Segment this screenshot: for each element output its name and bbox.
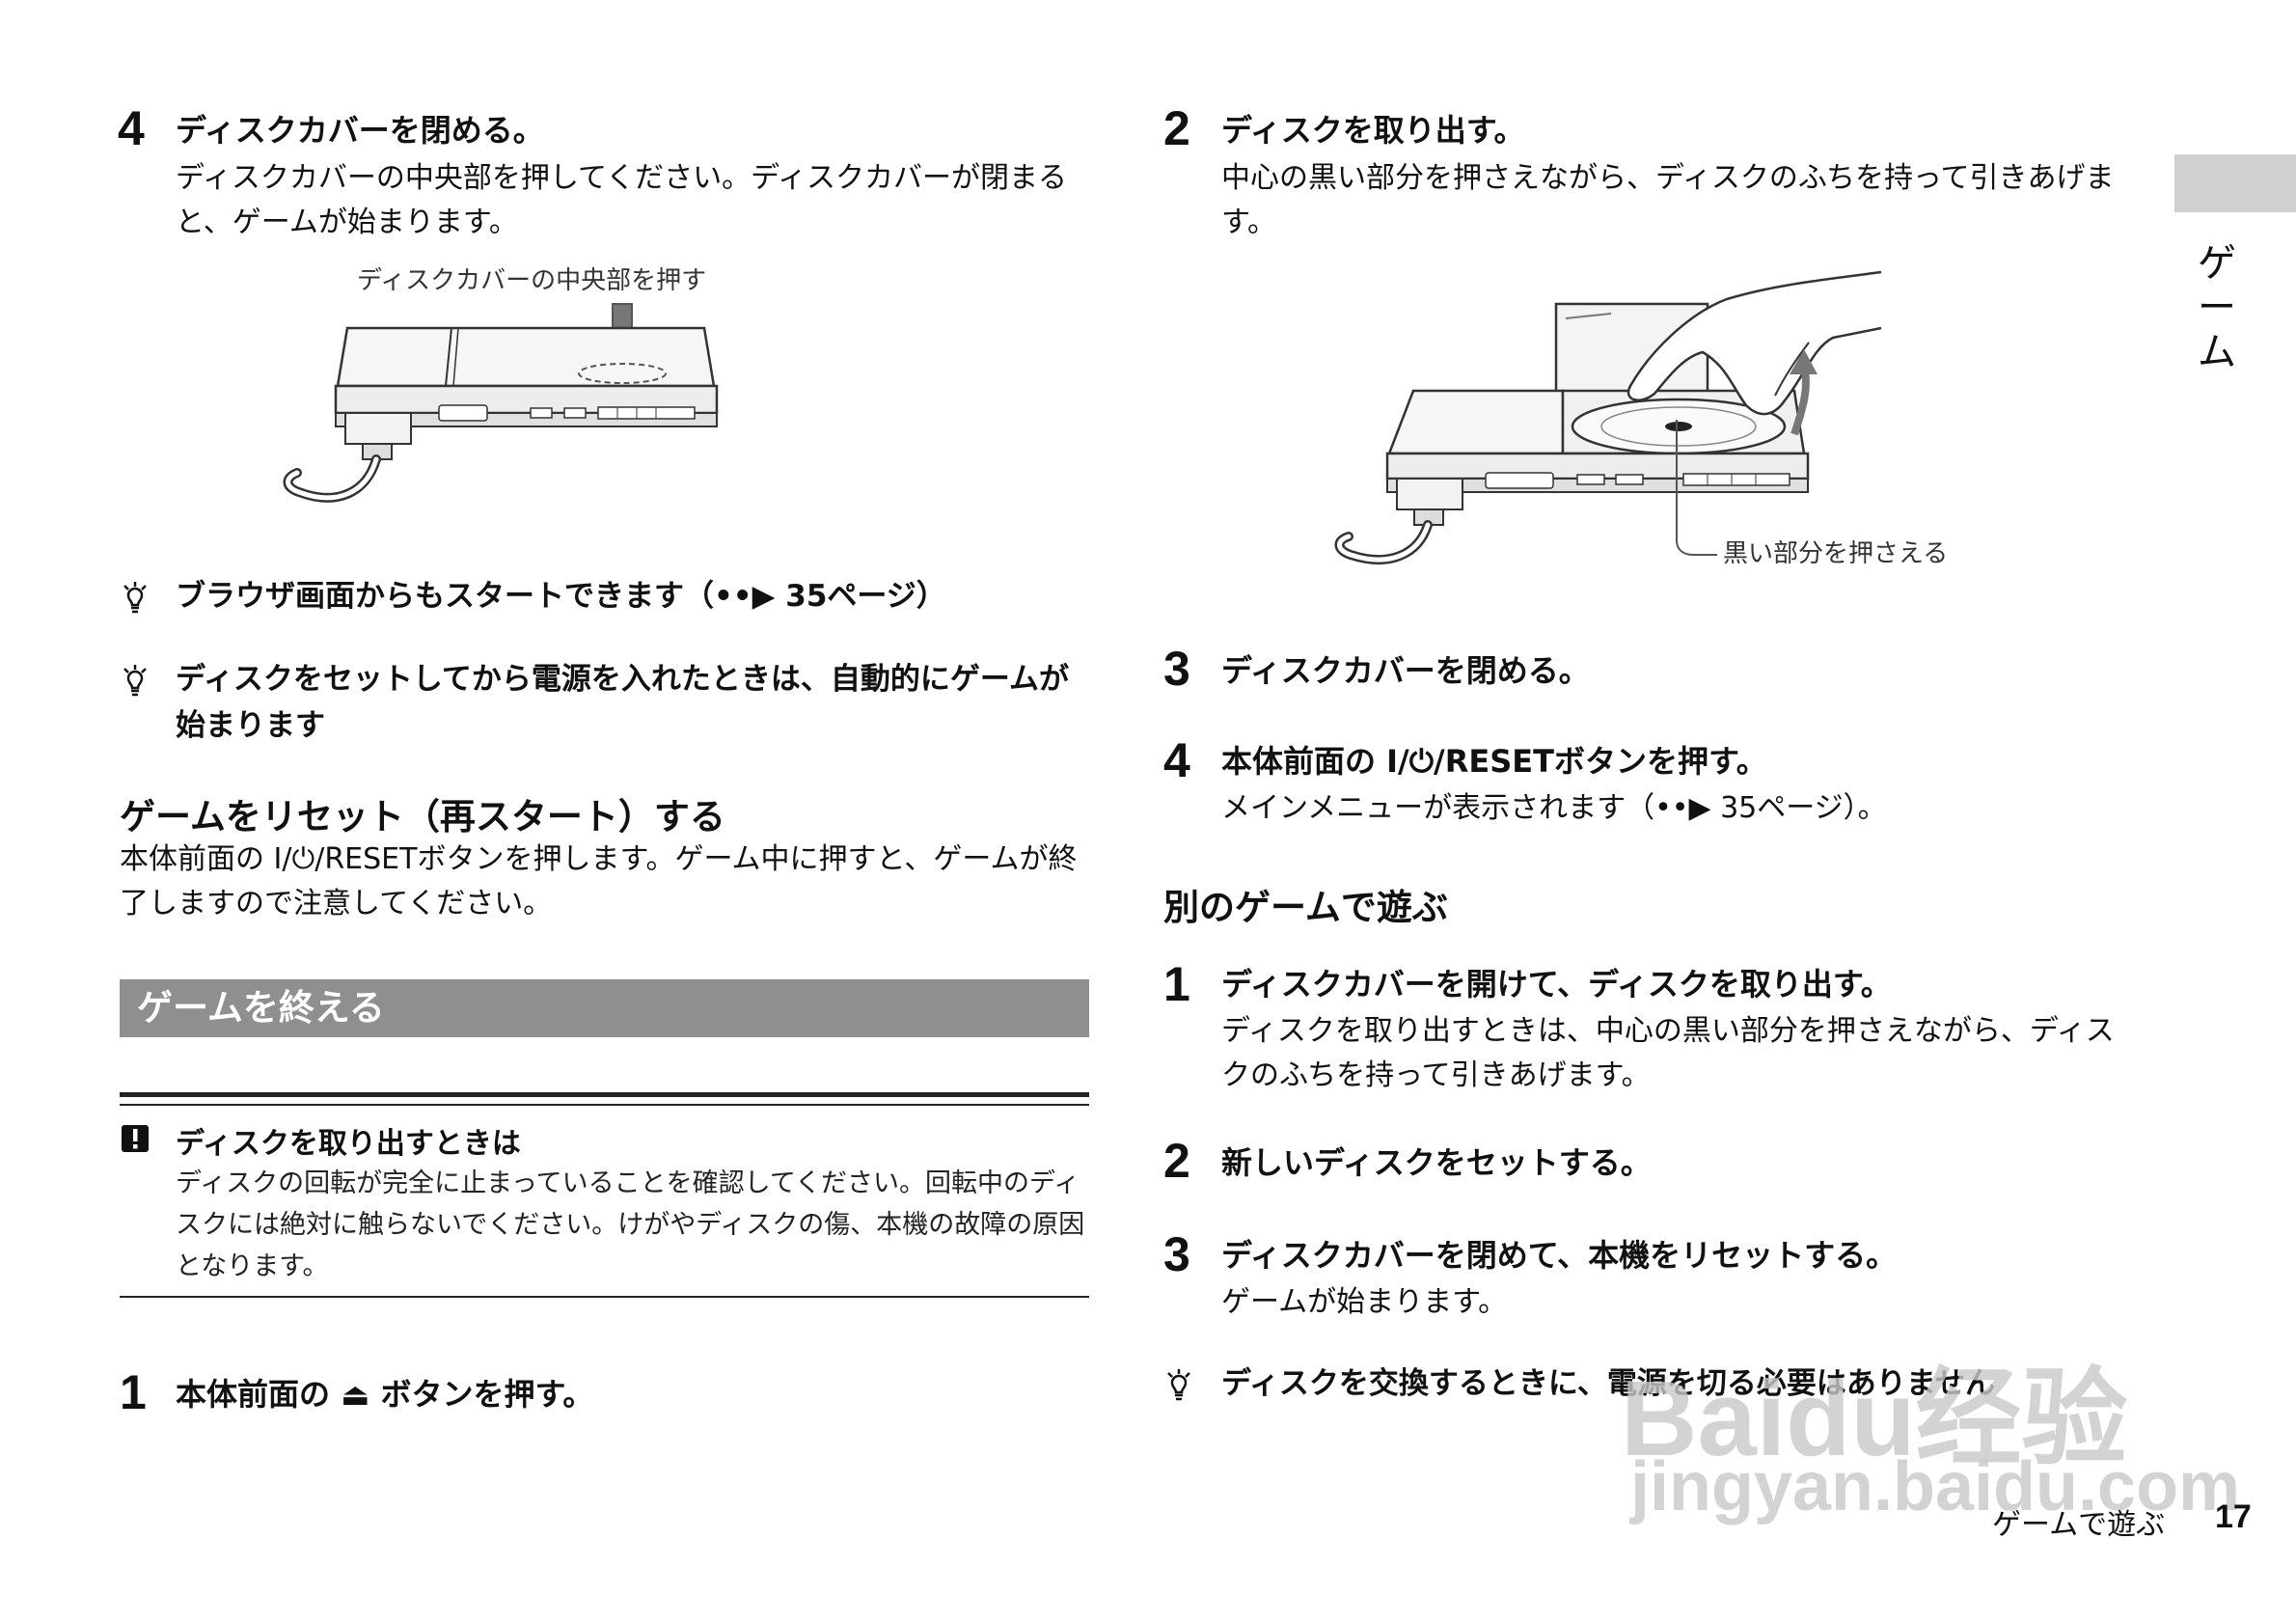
figure-caption: ディスクカバーの中央部を押す <box>357 266 707 295</box>
step-body: ゲームが始まります。 <box>1221 1285 1508 1319</box>
caution-title: ディスクを取り出すときは <box>176 1127 521 1161</box>
tip-text: ディスクをセットしてから電源を入れたときは、自動的にゲームが始まります <box>176 662 1069 743</box>
watermark-line1: Baidu经验 <box>1621 1360 2128 1478</box>
side-tab-char: ゲ <box>2198 241 2236 286</box>
watermark-line2: jingyan.baidu.com <box>1630 1448 2241 1525</box>
figure-caption: 黒い部分を押さえる <box>1723 539 1949 568</box>
section-band: ゲームを終える <box>120 979 1089 1037</box>
step-body: ディスクカバーの中央部を押してください。ディスクカバーが閉まると、ゲームが始まり… <box>176 161 1067 239</box>
caution-body: ディスクの回転が完全に止まっていることを確認してください。回転中のディスクには絶… <box>176 1168 1085 1281</box>
step-number: 3 <box>1163 642 1190 696</box>
footer-section: ゲームで遊ぶ <box>1992 1508 2166 1542</box>
step-body: メインメニューが表示されます（••▶ 35ページ）。 <box>1221 791 1887 825</box>
section-body: 本体前面の I/⏻/RESETボタンを押します。ゲーム中に押すと、ゲームが終了し… <box>120 842 1078 920</box>
side-tab-char: ー <box>2198 286 2236 330</box>
caution-bottom-rule <box>120 1296 1089 1298</box>
exclamation-icon <box>122 1125 149 1152</box>
caution-top-rule <box>120 1092 1089 1097</box>
side-tab-char: ム <box>2198 330 2236 374</box>
step-title: 本体前面の I/⏻/RESETボタンを押す。 <box>1221 743 1767 780</box>
lightbulb-icon <box>1167 1369 1190 1401</box>
step-title: ディスクカバーを閉める。 <box>1221 652 1590 689</box>
step-number: 3 <box>1163 1227 1190 1281</box>
lightbulb-icon <box>123 665 147 697</box>
side-tab <box>2174 154 2296 212</box>
step-number: 2 <box>1163 101 1190 155</box>
tip-text: ブラウザ画面からもスタートできます（••▶ 35ページ） <box>176 579 946 614</box>
step-body: 中心の黒い部分を押さえながら、ディスクのふちを持って引きあげます。 <box>1221 161 2115 239</box>
page-number: 17 <box>2215 1498 2252 1535</box>
section-heading: 別のゲームで遊ぶ <box>1163 887 1448 928</box>
side-tab-label: ゲ ー ム <box>2188 241 2246 374</box>
step-title: ディスクカバーを閉める。 <box>176 112 544 149</box>
tip-text: ディスクを交換するときに、電源を切る必要はありません <box>1221 1366 1995 1401</box>
step-number: 1 <box>1163 957 1190 1011</box>
section-heading: ゲームをリセット（再スタート）する <box>120 796 725 838</box>
step-title: ディスクを取り出す。 <box>1221 112 1525 149</box>
step-body: ディスクを取り出すときは、中心の黒い部分を押さえながら、ディスクのふちを持って引… <box>1221 1014 2115 1092</box>
disc-removal-illustration <box>1334 270 1882 564</box>
step-number: 2 <box>1163 1134 1190 1188</box>
step-number: 4 <box>1163 733 1190 787</box>
step-title: ディスクカバーを開けて、ディスクを取り出す。 <box>1221 966 1892 1003</box>
step-number: 4 <box>118 101 145 155</box>
caution-top-rule-thin <box>120 1104 1089 1106</box>
lightbulb-icon <box>123 582 147 614</box>
step-title: 新しいディスクをセットする。 <box>1221 1144 1652 1181</box>
step-number: 1 <box>120 1365 147 1419</box>
step-title: 本体前面の ⏏ ボタンを押す。 <box>176 1376 594 1413</box>
step-title: ディスクカバーを閉めて、本機をリセットする。 <box>1221 1237 1898 1274</box>
console-illustration <box>283 303 719 503</box>
